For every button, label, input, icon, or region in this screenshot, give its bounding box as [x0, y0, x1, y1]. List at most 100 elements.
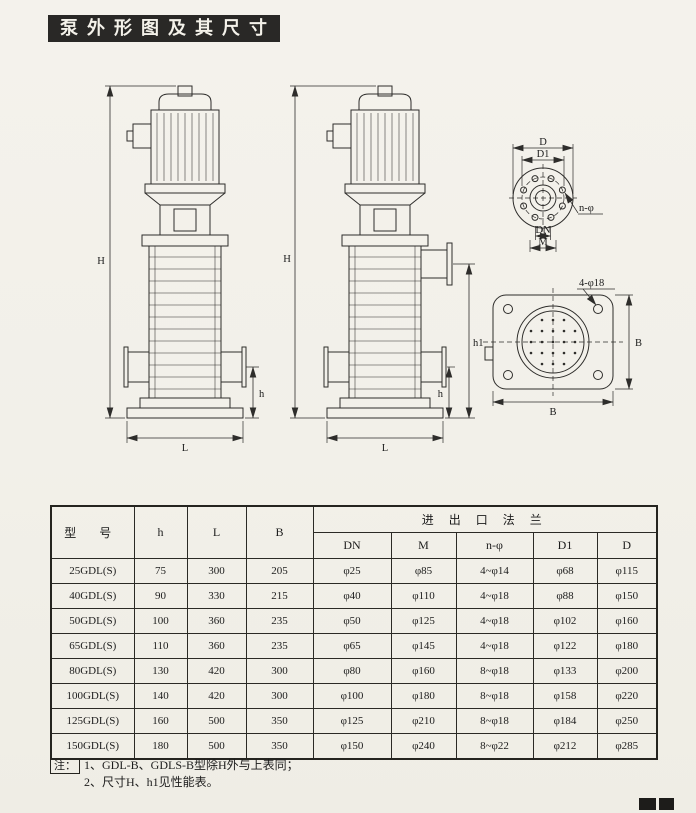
header-flange-group: 进 出 口 法 兰 — [312, 505, 658, 533]
value-cell: 180 — [133, 733, 188, 760]
flange-bottom-view: 4-φ18 B B — [483, 278, 642, 418]
value-cell: φ25 — [312, 558, 392, 584]
header-h: h — [133, 505, 188, 559]
value-cell: 4~φ14 — [455, 558, 534, 584]
value-cell: 300 — [245, 658, 314, 684]
value-cell: 330 — [186, 583, 247, 609]
model-cell: 40GDL(S) — [50, 583, 135, 609]
dim-label-L: L — [382, 443, 388, 454]
model-cell: 65GDL(S) — [50, 633, 135, 659]
value-cell: 300 — [245, 683, 314, 709]
pump-left-drawing: H h L — [97, 85, 265, 454]
value-cell: φ125 — [312, 708, 392, 734]
value-cell: 350 — [245, 733, 314, 760]
value-cell: φ200 — [596, 658, 658, 684]
model-cell: 100GDL(S) — [50, 683, 135, 709]
dim-L-right: L — [326, 421, 444, 454]
dim-label-B: B — [635, 338, 642, 349]
value-cell: 420 — [186, 658, 247, 684]
table-header-row-1: 型 号 h L B 进 出 口 法 兰 — [50, 505, 658, 559]
dim-label-h: h — [438, 389, 444, 400]
value-cell: φ85 — [390, 558, 457, 584]
value-cell: φ250 — [596, 708, 658, 734]
dim-L-left: L — [126, 421, 244, 454]
dim-label-H: H — [283, 254, 291, 265]
bolt-holes — [520, 175, 566, 221]
value-cell: 360 — [186, 608, 247, 634]
value-cell: 4~φ18 — [455, 583, 534, 609]
dim-label-DN: DN — [535, 225, 551, 236]
value-cell: φ158 — [532, 683, 598, 709]
holes-label: 4-φ18 — [579, 278, 604, 289]
perforation-dots — [529, 318, 577, 366]
technical-drawing: H h L H — [97, 85, 642, 454]
dim-B-bottom: B — [492, 391, 614, 418]
value-cell: φ180 — [390, 683, 457, 709]
value-cell: 350 — [245, 708, 314, 734]
subheader-M: M — [390, 532, 457, 559]
outlet-pipe — [420, 249, 448, 279]
value-cell: φ145 — [390, 633, 457, 659]
value-cell: φ240 — [390, 733, 457, 760]
value-cell: 8~φ18 — [455, 708, 534, 734]
value-cell: φ160 — [390, 658, 457, 684]
value-cell: 140 — [133, 683, 188, 709]
value-cell: 360 — [186, 633, 247, 659]
dim-h-left: h — [245, 366, 265, 419]
dim-label-B: B — [549, 407, 556, 418]
model-cell: 125GDL(S) — [50, 708, 135, 734]
value-cell: 90 — [133, 583, 188, 609]
model-cell: 80GDL(S) — [50, 658, 135, 684]
page-title: 泵外形图及其尺寸 — [48, 15, 280, 42]
value-cell: φ102 — [532, 608, 598, 634]
outlet-flange — [446, 242, 453, 286]
value-cell: φ220 — [596, 683, 658, 709]
dim-label-D1: D1 — [537, 149, 550, 160]
side-tab — [484, 346, 494, 361]
dim-label-L: L — [182, 443, 188, 454]
dim-M: M — [529, 237, 557, 252]
value-cell: φ160 — [596, 608, 658, 634]
value-cell: 300 — [186, 558, 247, 584]
value-cell: φ80 — [312, 658, 392, 684]
dim-H-right: H — [283, 85, 376, 419]
value-cell: φ110 — [390, 583, 457, 609]
header-B: B — [245, 505, 314, 559]
value-cell: 160 — [133, 708, 188, 734]
value-cell: 130 — [133, 658, 188, 684]
value-cell: φ133 — [532, 658, 598, 684]
model-cell: 150GDL(S) — [50, 733, 135, 760]
dim-label-H: H — [97, 256, 105, 267]
value-cell: 110 — [133, 633, 188, 659]
subheader-D1: D1 — [532, 532, 598, 559]
note-text-1: 1、GDL-B、GDLS-B型除H外与上表同； — [84, 758, 299, 772]
n-phi-label: n-φ — [579, 203, 594, 214]
value-cell: φ65 — [312, 633, 392, 659]
value-cell: φ180 — [596, 633, 658, 659]
value-cell: 8~φ18 — [455, 683, 534, 709]
subheader-DN: DN — [312, 532, 392, 559]
model-cell: 25GDL(S) — [50, 558, 135, 584]
value-cell: 75 — [133, 558, 188, 584]
centerlines — [509, 164, 577, 232]
value-cell: φ88 — [532, 583, 598, 609]
subheader-D: D — [596, 532, 658, 559]
dim-DN: DN — [534, 225, 552, 240]
value-cell: 420 — [186, 683, 247, 709]
footnotes: 注：1、GDL-B、GDLS-B型除H外与上表同； 2、尺寸H、h1见性能表。 — [50, 757, 299, 791]
dim-D: D — [512, 137, 574, 194]
value-cell: 215 — [245, 583, 314, 609]
value-cell: φ100 — [312, 683, 392, 709]
value-cell: φ184 — [532, 708, 598, 734]
pump-outline — [323, 85, 447, 419]
dim-label-M: M — [538, 237, 548, 248]
value-cell: φ150 — [596, 583, 658, 609]
value-cell: φ50 — [312, 608, 392, 634]
